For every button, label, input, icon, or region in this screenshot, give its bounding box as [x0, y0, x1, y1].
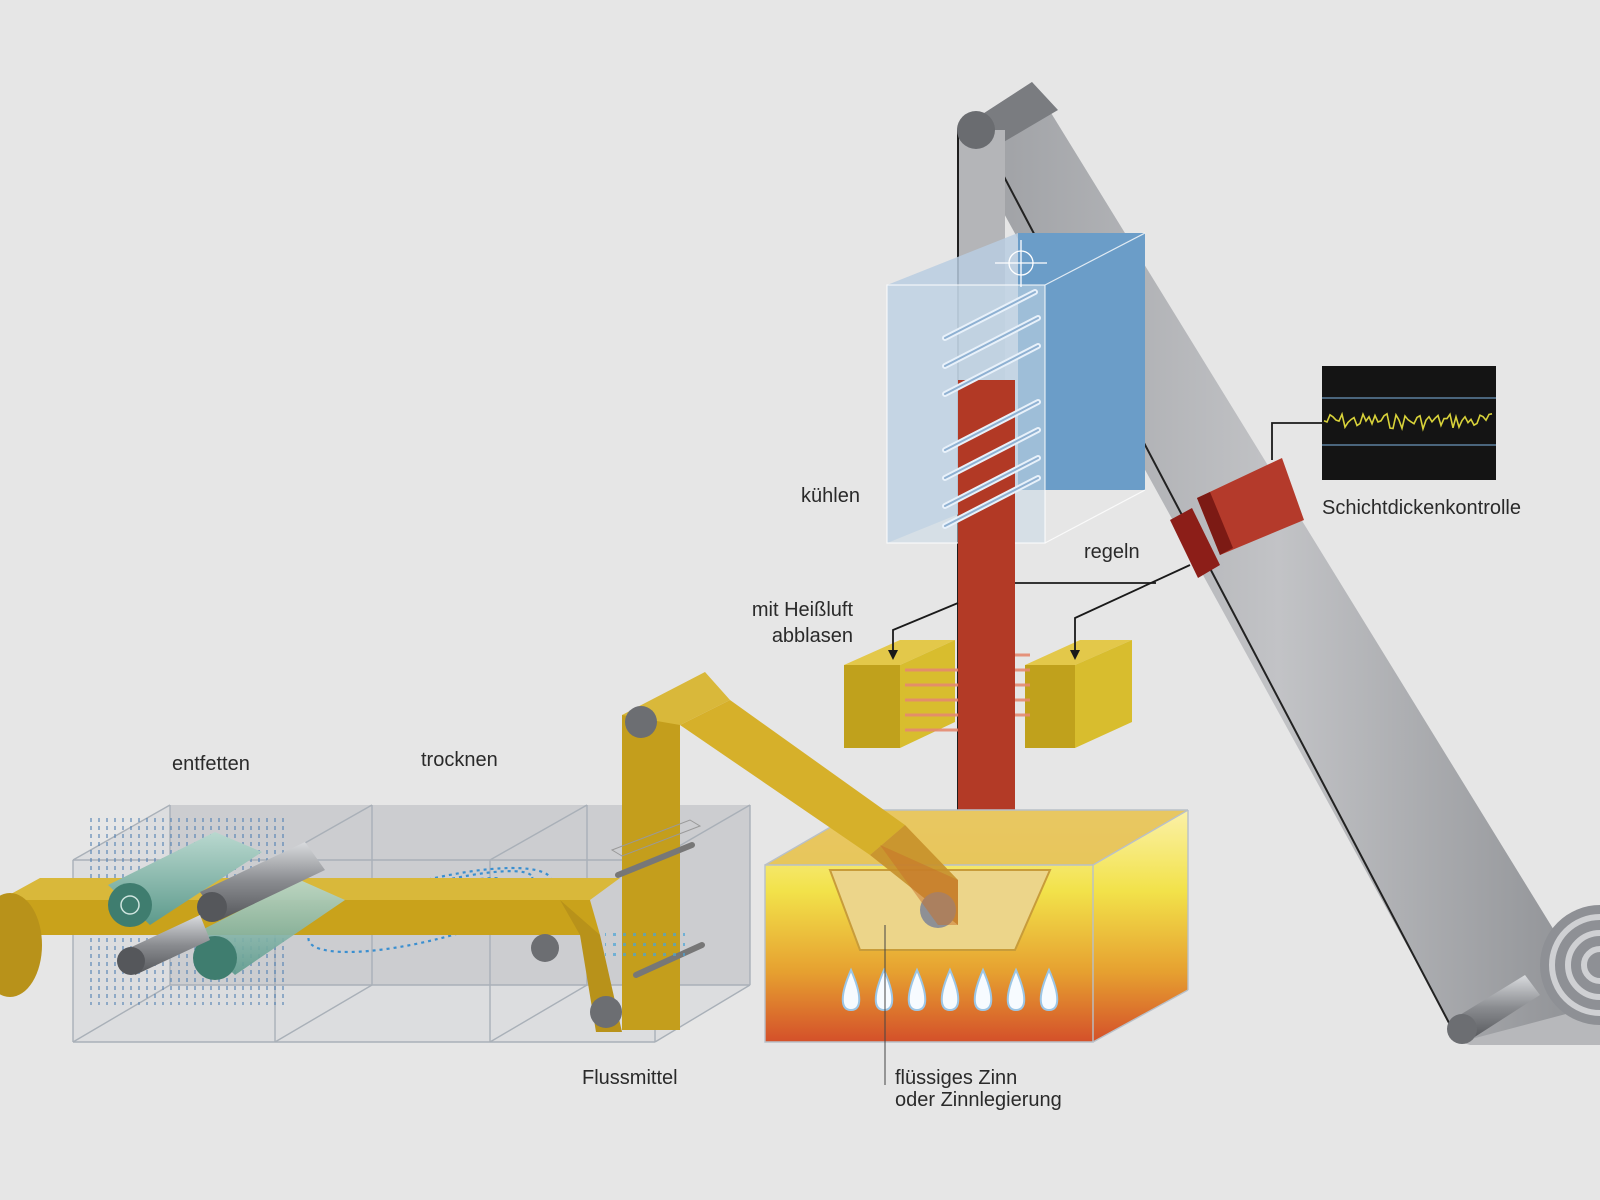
- crosshair-icon: [995, 240, 1047, 287]
- hot-air-jets: [905, 653, 1030, 732]
- label-dry: trocknen: [421, 749, 498, 771]
- label-flux: Flussmittel: [582, 1067, 678, 1089]
- exit-coil: [1447, 905, 1600, 1044]
- top-turn-roller: [957, 111, 995, 149]
- thickness-sensor: [1170, 458, 1304, 578]
- cooling-unit: [886, 232, 1146, 544]
- degreasing-brushes: [108, 832, 345, 980]
- label-thickness-control: Schichtdickenkontrolle: [1322, 497, 1521, 519]
- tin-bath: [764, 809, 1189, 1043]
- entry-coil: [0, 893, 42, 997]
- label-degrease: entfetten: [172, 753, 250, 775]
- label-hot-air-2: abblasen: [771, 625, 853, 647]
- label-hot-air-1: mit Heißluft: [751, 599, 853, 621]
- signal-monitor: [1322, 366, 1496, 480]
- control-lines: [892, 422, 1322, 650]
- flux-nozzles: [605, 819, 705, 978]
- air-knife-right: [1025, 640, 1132, 748]
- flame-icon: [841, 967, 1059, 1012]
- upper-guide-roller: [625, 706, 657, 738]
- signal-trace-icon: [1323, 411, 1493, 432]
- air-knife-left: [844, 640, 955, 748]
- exit-roller: [531, 934, 559, 962]
- label-cool: kühlen: [801, 485, 860, 507]
- label-molten-tin-2: oder Zinnlegierung: [895, 1089, 1062, 1111]
- lower-guide-roller: [590, 996, 622, 1028]
- label-control: regeln: [1084, 541, 1140, 563]
- label-molten-tin-1: flüssiges Zinn: [895, 1067, 1018, 1089]
